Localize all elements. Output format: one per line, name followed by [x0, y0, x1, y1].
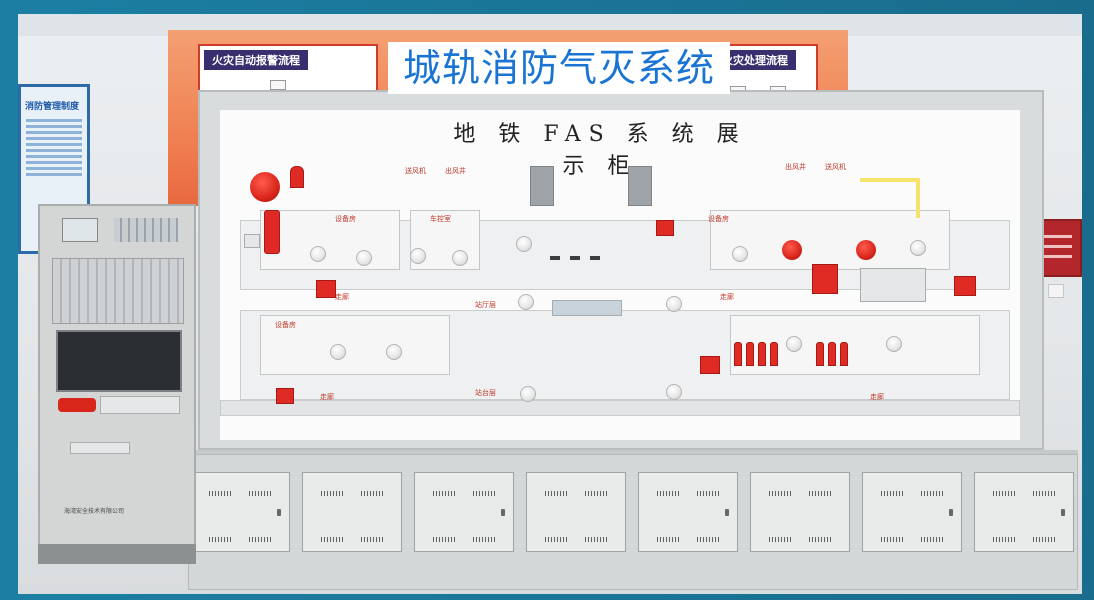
smoke-detector	[666, 384, 682, 400]
gas-cylinder	[816, 342, 824, 366]
floor-edge	[220, 400, 1020, 416]
gas-cylinder	[734, 342, 742, 366]
lock-icon	[1061, 509, 1065, 516]
label-exhaust-3: 出风井	[785, 163, 806, 171]
manual-call-point	[244, 234, 260, 248]
room-equipment-2	[710, 210, 950, 270]
smoke-detector	[910, 240, 926, 256]
lock-icon	[501, 509, 505, 516]
gas-cylinder	[770, 342, 778, 366]
broadcast-panel	[70, 442, 130, 454]
cabinet-door[interactable]	[974, 472, 1074, 552]
room-equipment-3	[260, 315, 450, 375]
lcd-screen	[62, 218, 98, 242]
gas-control-panel	[812, 264, 838, 294]
smoke-detector	[886, 336, 902, 352]
label-corridor-2: 走廊	[720, 293, 734, 301]
keypad[interactable]	[114, 218, 178, 242]
fire-telephone	[264, 210, 280, 254]
vent-duct	[628, 166, 652, 206]
cabinet-door[interactable]	[750, 472, 850, 552]
caption: 城轨消防气灭系统	[388, 42, 730, 94]
fire-hydrant-button	[276, 388, 294, 404]
label-corridor-1: 走廊	[335, 293, 349, 301]
label-hall: 站厅层	[475, 301, 496, 309]
room-equipment-1	[260, 210, 400, 270]
label-corridor-4: 走廊	[870, 393, 884, 401]
fire-alarm-controller-cabinet: 海湾安全技术有限公司	[38, 204, 196, 560]
board-title: 地 铁 FAS 系 统 展 示 柜	[453, 122, 747, 179]
label-equipment-room-2: 设备房	[708, 215, 729, 223]
lock-icon	[725, 509, 729, 516]
telephone-handset[interactable]	[58, 398, 96, 412]
wall-socket	[1048, 284, 1064, 298]
display-board: 地 铁 FAS 系 统 展 示 柜 设备房 车控室 设备房 设备房 走廊 站厅层…	[220, 110, 1020, 440]
cabinet-door[interactable]	[526, 472, 626, 552]
smoke-detector	[310, 246, 326, 262]
cabinet-door[interactable]	[190, 472, 290, 552]
smoke-detector	[518, 294, 534, 310]
cabinet-door[interactable]	[862, 472, 962, 552]
gas-cylinder	[828, 342, 836, 366]
cabinet-base	[38, 544, 196, 564]
label-control-room: 车控室	[430, 215, 451, 223]
showroom-photo: 消防管理制度 火灾自动报警流程 火灾处理流程	[18, 14, 1082, 594]
flow-title-right: 火灾处理流程	[714, 50, 796, 70]
cabinet-door[interactable]	[638, 472, 738, 552]
smoke-detector	[452, 250, 468, 266]
label-equipment-room-1: 设备房	[335, 215, 356, 223]
smoke-detector	[330, 344, 346, 360]
telephone-panel	[100, 396, 180, 414]
smoke-detector	[520, 386, 536, 402]
monitor	[56, 330, 182, 392]
fire-hydrant-button	[656, 220, 674, 236]
alarm-bell	[856, 240, 876, 260]
poster-title: 消防管理制度	[25, 102, 80, 112]
gas-cylinder	[758, 342, 766, 366]
smoke-detector	[356, 250, 372, 266]
lock-icon	[277, 509, 281, 516]
smoke-detector	[516, 236, 532, 252]
cabinet-door[interactable]	[302, 472, 402, 552]
label-exhaust-4: 送风机	[825, 163, 846, 171]
alarm-bell	[782, 240, 802, 260]
fire-hydrant-button	[954, 276, 976, 296]
smoke-detector	[786, 336, 802, 352]
cabinet-door[interactable]	[414, 472, 514, 552]
yellow-pipe	[860, 178, 920, 182]
fire-alarm-bell	[250, 172, 280, 202]
label-equipment-room-3: 设备房	[275, 321, 296, 329]
flow-title-left: 火灾自动报警流程	[204, 50, 308, 70]
lock-icon	[949, 509, 953, 516]
smoke-detector	[666, 296, 682, 312]
cabinet-label: 海湾安全技术有限公司	[64, 508, 125, 515]
label-exhaust-2: 出风井	[445, 167, 466, 175]
gas-cylinder	[746, 342, 754, 366]
label-platform: 站台层	[475, 389, 496, 397]
smoke-detector	[410, 248, 426, 264]
gas-release-indicator	[860, 268, 926, 302]
fire-hydrant-button	[700, 356, 720, 374]
fire-hydrant-button	[316, 280, 336, 298]
label-corridor-3: 走廊	[320, 393, 334, 401]
smoke-detector	[386, 344, 402, 360]
escalator	[552, 300, 622, 316]
vent-duct	[530, 166, 554, 206]
smoke-detector	[732, 246, 748, 262]
gas-cylinder	[840, 342, 848, 366]
yellow-pipe	[916, 178, 920, 218]
indicator-panel	[52, 258, 184, 324]
room-gas-suppression	[730, 315, 980, 375]
label-exhaust-1: 送风机	[405, 167, 426, 175]
sound-light-alarm	[290, 166, 304, 188]
